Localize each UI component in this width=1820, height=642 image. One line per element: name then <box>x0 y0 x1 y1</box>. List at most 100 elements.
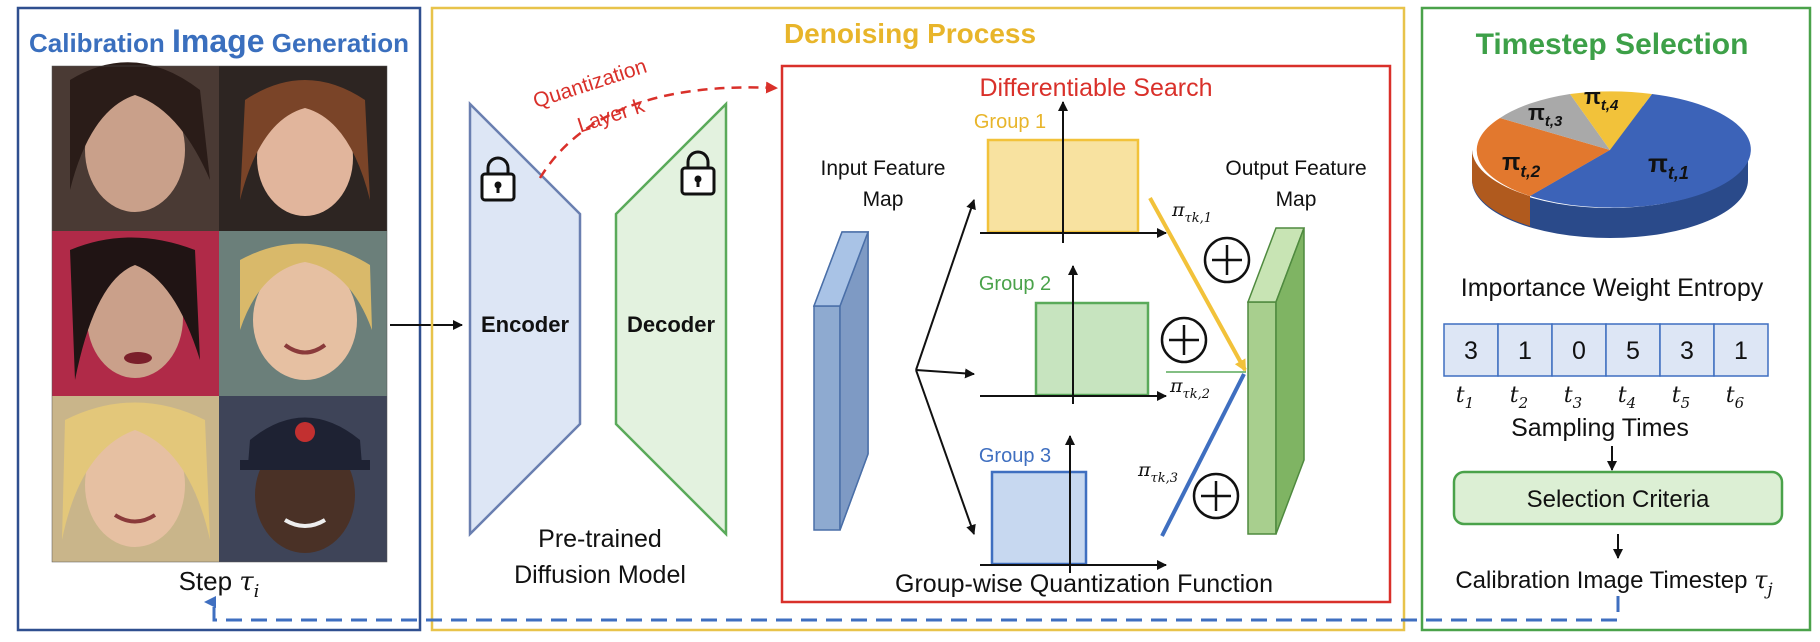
pie-label-4: πt,4 <box>1584 84 1619 114</box>
denoising-frame <box>430 6 1406 632</box>
criteria-box <box>1452 470 1784 526</box>
pie-label-2: πt,2 <box>1502 149 1541 181</box>
input-feature-map <box>812 231 870 531</box>
time-symbol: t <box>1726 383 1735 408</box>
sampling-cell <box>1551 323 1607 377</box>
face-3 <box>87 258 183 378</box>
result-label-text: Calibration Image Timestep <box>1455 567 1754 594</box>
pie-slice-4 <box>1570 91 1652 150</box>
branch-arrow-3 <box>915 369 976 535</box>
branch-arrow-2 <box>915 368 975 379</box>
pi-label-2: πτk,2 <box>1169 375 1210 402</box>
group3-bar <box>990 470 1088 566</box>
decoder-label: Decoder <box>627 312 715 337</box>
pie-label-1: πt,1 <box>1648 148 1689 183</box>
calibration-title-a: Calibration <box>29 28 172 58</box>
pie-label-4-sub: t,4 <box>1601 97 1619 114</box>
calibration-frame <box>16 6 422 632</box>
pie-label-2-sub: t,2 <box>1520 162 1540 181</box>
output-map-label-1: Output Feature <box>1225 157 1366 180</box>
sampling-count: 0 <box>1572 337 1586 365</box>
sampling-count: 5 <box>1626 337 1640 365</box>
time-subscript: 4 <box>1626 394 1637 412</box>
pie-label-3-sym: π <box>1528 100 1545 125</box>
time-symbol: t <box>1564 383 1573 408</box>
plus-icon-2 <box>1160 316 1208 364</box>
calibration-title: Calibration Image Generation <box>29 23 409 59</box>
model-caption-1: Pre-trained <box>538 525 662 553</box>
pi-2-subscript: τk,2 <box>1183 387 1210 402</box>
timestep-panel: Timestep Selection πt,1 πt,2 πt,3 πt,4 I… <box>1420 6 1812 632</box>
pie-slice-3 <box>1500 94 1610 150</box>
pie-slice-2 <box>1476 118 1610 196</box>
pie-label-2-sym: π <box>1502 149 1520 176</box>
decoder-shape <box>614 100 728 538</box>
search-frame <box>780 64 1392 604</box>
branch-arrow-1 <box>915 199 976 371</box>
output-feature-map <box>1246 227 1306 535</box>
group3-label: Group 3 <box>979 445 1051 467</box>
step-label-text: Step <box>179 566 240 596</box>
pie-label-4-sym: π <box>1584 84 1601 109</box>
quantization-label-2: Layer k <box>575 94 648 137</box>
time-subscript: 5 <box>1681 394 1691 412</box>
face-4 <box>253 260 357 380</box>
sampling-cell <box>1443 323 1499 377</box>
face-5 <box>85 423 185 547</box>
input-map-label-2: Map <box>863 188 904 211</box>
pi-3-subscript: τk,3 <box>1151 471 1178 486</box>
pie-label-1-sub: t,1 <box>1668 163 1689 183</box>
time-symbol: t <box>1456 383 1465 408</box>
feedback-dashed-arrow <box>204 596 1620 622</box>
sampling-count: 3 <box>1680 337 1694 365</box>
step-symbol: τ <box>239 567 254 597</box>
function-caption: Group-wise Quantization Function <box>895 570 1273 598</box>
pi-1-symbol: π <box>1171 199 1185 221</box>
decoder-lock-icon <box>680 150 716 196</box>
calibration-panel: Calibration Image Generation <box>16 6 422 632</box>
time-subscript: 6 <box>1735 394 1745 412</box>
sampling-time-label: t1 <box>1456 383 1474 412</box>
result-label: Calibration Image Timestep τj <box>1455 566 1773 600</box>
sampling-cell <box>1713 323 1769 377</box>
group2-bar <box>1034 301 1150 397</box>
sampling-time-label: t5 <box>1672 383 1690 412</box>
encoder-lock-icon <box>480 156 516 202</box>
sampling-time-label: t4 <box>1618 383 1636 412</box>
calibration-title-c: Generation <box>265 28 409 58</box>
model-caption-2: Diffusion Model <box>514 561 686 589</box>
output-map-label-2: Map <box>1276 188 1317 211</box>
weight-arrow-1 <box>1148 197 1247 372</box>
group2-label: Group 2 <box>979 273 1051 295</box>
plus-icon-1 <box>1203 236 1251 284</box>
input-map-label-1: Input Feature <box>821 157 946 180</box>
time-symbol: t <box>1672 383 1681 408</box>
encoder-label: Encoder <box>481 312 569 337</box>
pi-label-1: πτk,1 <box>1171 199 1212 226</box>
sampling-time-label: t3 <box>1564 383 1582 412</box>
plus-icon-3 <box>1192 472 1240 520</box>
entropy-label: Importance Weight Entropy <box>1461 274 1764 302</box>
pi-1-subscript: τk,1 <box>1185 211 1212 226</box>
pi-3-symbol: π <box>1137 459 1151 481</box>
pi-2-symbol: π <box>1169 375 1183 397</box>
sampling-count: 1 <box>1734 337 1748 365</box>
pie-chart: πt,1 πt,2 πt,3 πt,4 <box>1472 84 1751 238</box>
face-image-grid <box>51 62 388 563</box>
pie-label-1-sym: π <box>1648 148 1668 178</box>
result-subscript: j <box>1763 580 1773 600</box>
time-symbol: t <box>1510 383 1519 408</box>
sampling-cell <box>1659 323 1715 377</box>
sampling-label: Sampling Times <box>1511 414 1689 442</box>
time-subscript: 1 <box>1465 394 1475 412</box>
denoising-panel: Denoising Process Encoder Decoder Quanti… <box>430 6 1406 632</box>
face-1 <box>85 88 185 212</box>
weight-arrow-3 <box>1160 373 1246 537</box>
pie-label-3-sub: t,3 <box>1545 113 1563 130</box>
sampling-time-label: t6 <box>1726 383 1745 412</box>
sampling-count: 3 <box>1464 337 1478 365</box>
pie-label-3: πt,3 <box>1528 100 1563 130</box>
timestep-title: Timestep Selection <box>1476 28 1749 61</box>
criteria-label: Selection Criteria <box>1527 486 1710 513</box>
step-label: Step τi <box>179 566 260 602</box>
